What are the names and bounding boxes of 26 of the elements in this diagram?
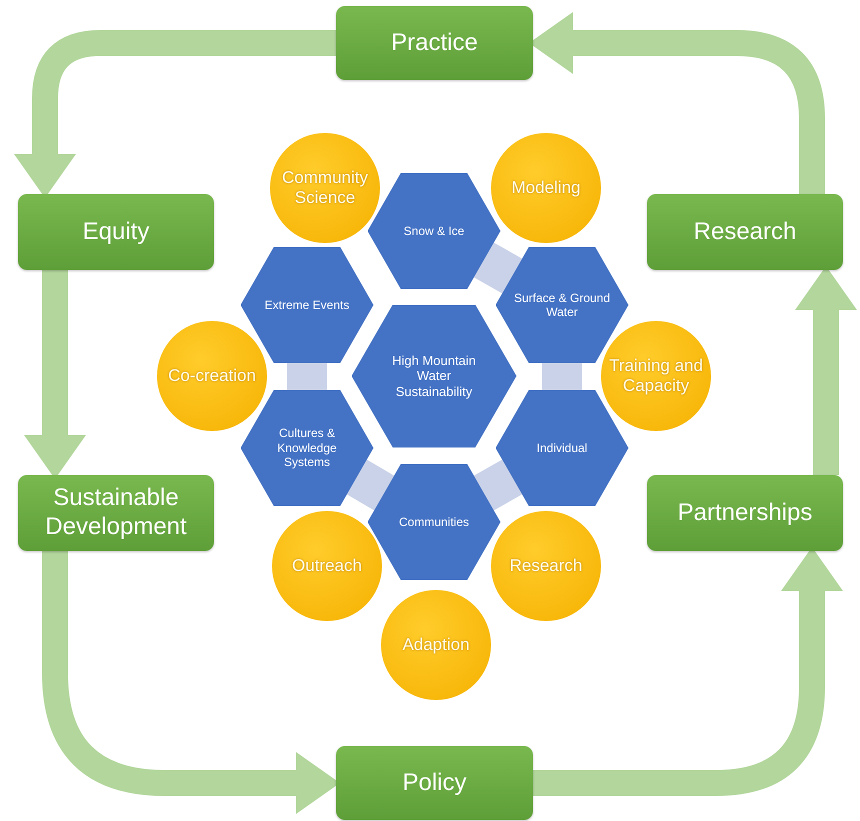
stage-label: Sustainable Development xyxy=(44,484,188,542)
topic-label: Cultures & Knowledge Systems xyxy=(276,426,338,470)
stage-box xyxy=(647,475,843,551)
topic-label: High Mountain Water Sustainability xyxy=(391,352,477,400)
activity-label: Outreach xyxy=(292,556,362,576)
stage-label: Policy xyxy=(402,768,467,798)
activity-label: Adaption xyxy=(402,634,470,656)
topic-label: Snow & Ice xyxy=(404,224,464,238)
topic-label: Extreme Events xyxy=(264,298,350,312)
stage-label: Partnerships xyxy=(678,498,812,528)
stage-box xyxy=(18,194,214,270)
stage-box xyxy=(18,475,214,551)
activity-label: Modeling xyxy=(512,178,580,198)
topic-label: Individual xyxy=(536,440,588,456)
stage-box xyxy=(336,746,533,820)
activity-label: Community Science xyxy=(281,168,369,208)
activity-label: Research xyxy=(510,556,582,576)
topic-label: Surface & Ground Water xyxy=(514,290,610,320)
stage-label: Practice xyxy=(391,28,478,58)
stage-label: Research xyxy=(694,218,796,246)
activity-label: Training and Capacity xyxy=(608,356,704,396)
stage-label: Equity xyxy=(82,218,150,246)
stage-box xyxy=(647,194,843,270)
topic-label: Communities xyxy=(398,514,470,530)
stage-box xyxy=(336,6,533,80)
activity-label: Co-creation xyxy=(168,366,256,386)
